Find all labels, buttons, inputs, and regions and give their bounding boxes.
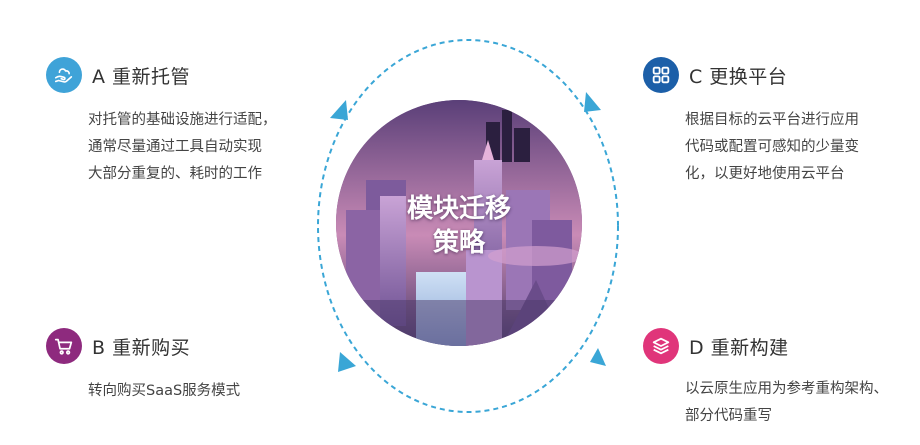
strategy-rebuild-title: D 重新构建	[689, 336, 789, 359]
desc-line: 根据目标的云平台进行应用	[685, 112, 859, 128]
desc-line: 化，以更好地使用云平台	[685, 166, 845, 182]
center-city-image: 模块迁移 策略	[336, 100, 582, 346]
desc-line: 大部分重复的、耗时的工作	[88, 166, 262, 182]
desc-line: 通常尽量通过工具自动实现	[88, 139, 262, 155]
center-title: 模块迁移 策略	[336, 192, 582, 260]
center-title-line1: 模块迁移	[406, 194, 511, 224]
strategy-rehost: A 重新托管 对托管的基础设施进行适配， 通常尽量通过工具自动实现 大部分重复的…	[46, 57, 346, 188]
desc-line: 转向购买SaaS服务模式	[88, 383, 241, 399]
strategy-replatform-desc: 根据目标的云平台进行应用 代码或配置可感知的少量变 化，以更好地使用云平台	[643, 107, 913, 188]
desc-line: 以云原生应用为参考重构架构、	[685, 381, 888, 397]
desc-line: 部分代码重写	[685, 408, 772, 424]
shopping-cart-icon	[46, 328, 82, 364]
arrow-icon-top-right	[584, 92, 601, 112]
strategy-repurchase-title: B 重新购买	[92, 336, 191, 359]
strategy-rehost-desc: 对托管的基础设施进行适配， 通常尽量通过工具自动实现 大部分重复的、耗时的工作	[46, 107, 346, 188]
strategy-replatform-title: C 更换平台	[689, 65, 788, 88]
desc-line: 代码或配置可感知的少量变	[685, 139, 859, 155]
center-title-line2: 策略	[432, 228, 485, 258]
grid-icon	[643, 57, 679, 93]
layers-icon	[643, 328, 679, 364]
strategy-repurchase-desc: 转向购买SaaS服务模式	[46, 378, 346, 405]
arrow-icon-bottom-right	[590, 348, 606, 366]
strategy-rebuild-desc: 以云原生应用为参考重构架构、 部分代码重写	[643, 376, 913, 430]
desc-line: 对托管的基础设施进行适配，	[88, 112, 277, 128]
hand-cloud-icon	[46, 57, 82, 93]
strategy-rebuild: D 重新构建 以云原生应用为参考重构架构、 部分代码重写	[643, 328, 913, 430]
dashed-ring	[317, 39, 619, 413]
arrow-icon-bottom-left	[338, 352, 356, 372]
strategy-rehost-title: A 重新托管	[92, 65, 191, 88]
strategy-repurchase: B 重新购买 转向购买SaaS服务模式	[46, 328, 346, 405]
strategy-replatform: C 更换平台 根据目标的云平台进行应用 代码或配置可感知的少量变 化，以更好地使…	[643, 57, 913, 188]
city-skyline-illustration	[336, 100, 582, 346]
